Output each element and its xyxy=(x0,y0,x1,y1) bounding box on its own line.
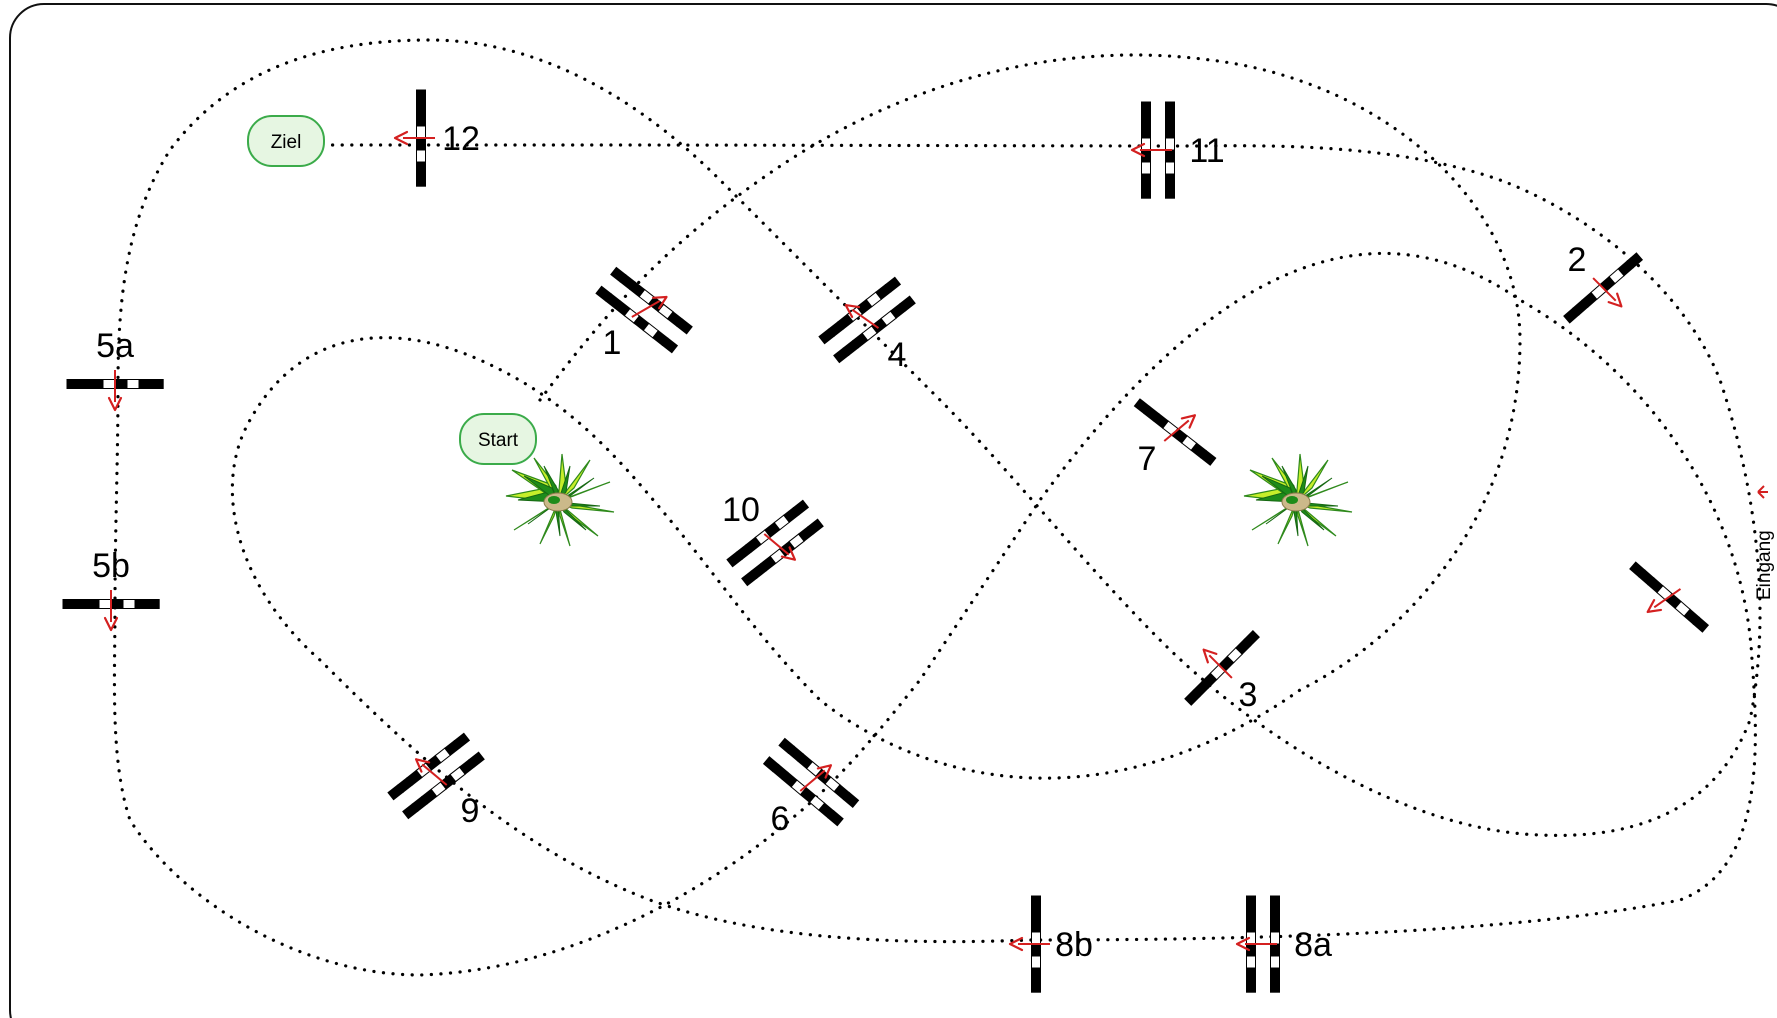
direction-arrow-icon xyxy=(103,590,119,632)
direction-arrow-icon xyxy=(1646,588,1682,614)
course-track xyxy=(112,38,1762,977)
obstacle-7-icon xyxy=(1133,398,1217,466)
obstacle-5a-label: 5a xyxy=(96,327,134,365)
direction-arrow-icon xyxy=(799,764,833,792)
direction-arrow-icon xyxy=(414,758,448,786)
obstacle-8a-label: 8a xyxy=(1294,926,1332,964)
direction-arrow-icon xyxy=(1235,936,1277,952)
direction-arrow-icon xyxy=(1130,142,1172,158)
direction-arrow-icon xyxy=(1592,277,1623,308)
start-label: Start xyxy=(478,430,519,451)
arena-border xyxy=(9,3,1777,1018)
obstacle-1-icon xyxy=(595,266,693,354)
obstacle-9-label: 9 xyxy=(461,792,480,830)
obstacle-12-icon xyxy=(416,89,426,187)
obstacle-8b-label: 8b xyxy=(1055,926,1093,964)
obstacle-6-icon xyxy=(762,737,860,827)
direction-arrow-icon xyxy=(763,533,797,561)
obstacle-10-icon xyxy=(726,499,824,587)
direction-arrow-icon xyxy=(107,370,123,412)
obstacle-8b-icon xyxy=(1031,895,1041,993)
direction-arrow-icon xyxy=(1163,414,1197,442)
obstacle-4-icon xyxy=(818,276,916,364)
obstacle-11-icon xyxy=(1141,101,1175,199)
direction-arrow-icon xyxy=(844,303,880,329)
direction-arrow-icon xyxy=(631,295,668,318)
obstacle-4-label: 4 xyxy=(888,336,907,374)
obstacle-3-label: 3 xyxy=(1239,676,1258,714)
obstacle-9-icon xyxy=(387,732,485,820)
direction-arrow-icon xyxy=(393,130,435,146)
obstacle-11-label: 11 xyxy=(1189,132,1224,170)
obstacle-5b-label: 5b xyxy=(92,547,130,585)
direction-arrow-icon xyxy=(1202,648,1233,679)
entrance-arrow-icon xyxy=(1757,485,1768,499)
direction-arrow-icon xyxy=(1008,936,1050,952)
obstacle-2-label: 2 xyxy=(1568,241,1587,279)
entrance: Eingang xyxy=(1754,485,1775,600)
entrance-label: Eingang xyxy=(1754,530,1775,600)
obstacle-6-label: 6 xyxy=(771,800,790,838)
finish-marker: Ziel xyxy=(247,115,325,167)
obstacle-12-label: 12 xyxy=(442,120,480,158)
start-marker: Start xyxy=(459,413,537,465)
finish-label: Ziel xyxy=(271,132,302,153)
obstacle-10-label: 10 xyxy=(722,491,760,529)
obstacle-8a-icon xyxy=(1246,895,1280,993)
obstacle-5b-icon xyxy=(62,599,160,609)
obstacle-1-label: 1 xyxy=(603,324,622,362)
obstacle-7-label: 7 xyxy=(1138,440,1157,478)
